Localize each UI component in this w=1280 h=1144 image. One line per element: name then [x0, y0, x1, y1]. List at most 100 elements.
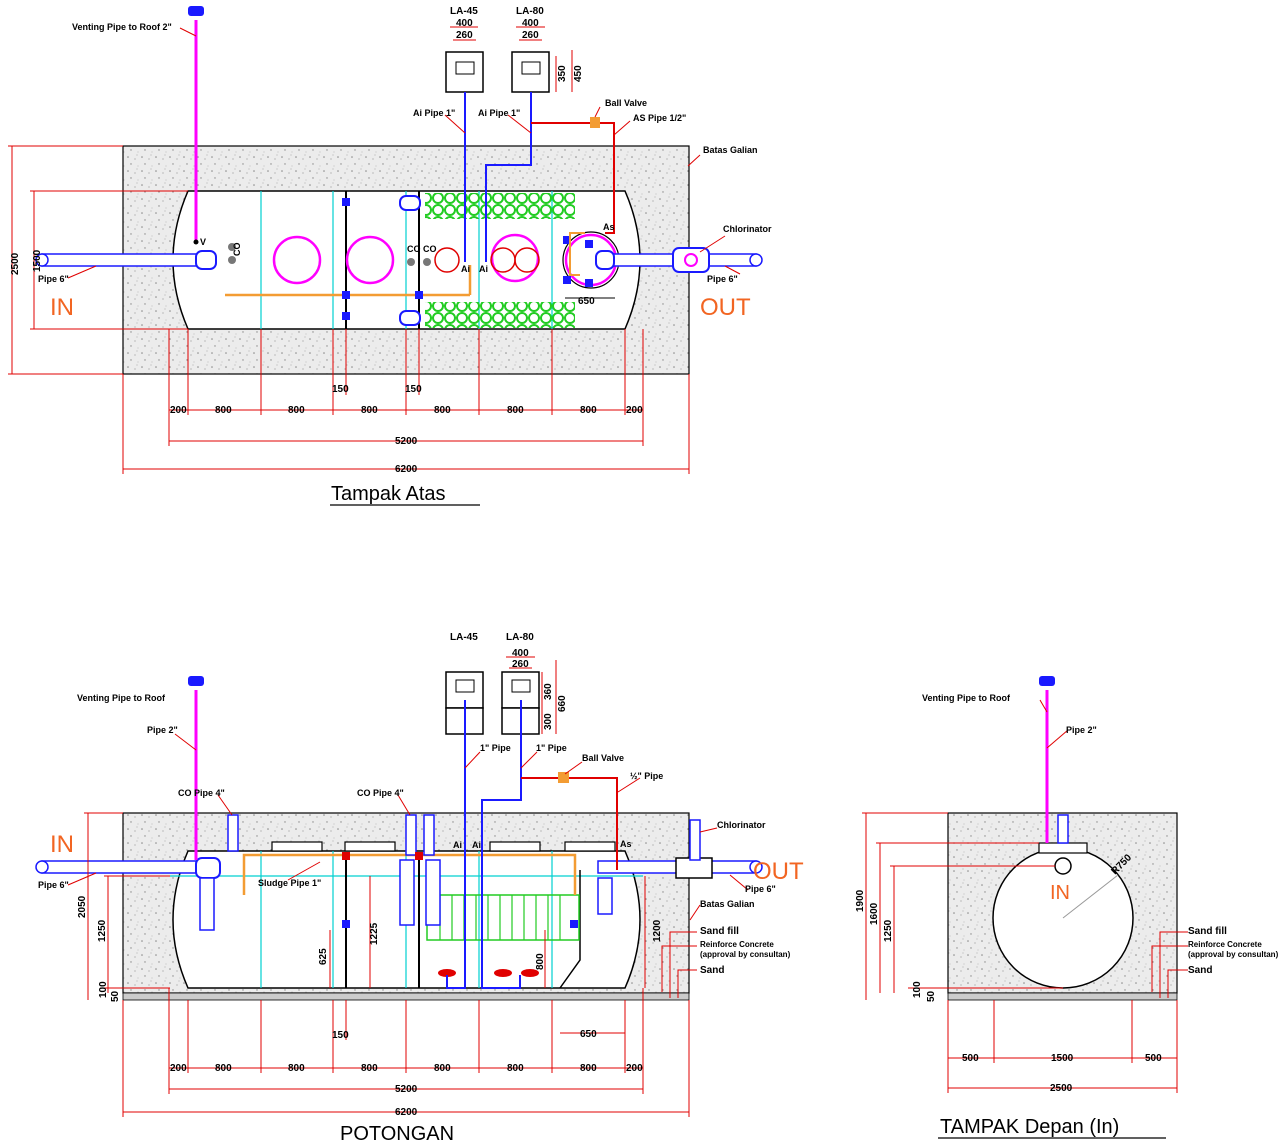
top-dim-la45-400: 400 — [456, 18, 473, 29]
sec-label-batas: Batas Galian — [700, 899, 755, 909]
sec-dim-6200: 6200 — [395, 1107, 418, 1118]
front-dim-1600: 1600 — [869, 902, 880, 925]
front-dim-1500: 1500 — [1051, 1053, 1074, 1064]
sec-dim-800v: 800 — [535, 953, 546, 970]
front-label-concrete: Reinforce Concrete — [1188, 940, 1262, 949]
sec-dim-800-2: 800 — [288, 1063, 305, 1074]
top-label-as-pipe: AS Pipe 1/2" — [633, 113, 686, 123]
sec-label-co-pipe-2: CO Pipe 4" — [357, 788, 404, 798]
sec-label-pipe2: Pipe 2" — [147, 725, 178, 735]
sec-label-la45: LA-45 — [450, 632, 478, 643]
sec-label-sand-fill: Sand fill — [700, 926, 739, 937]
section-view: 400 260 360 300 660 LA-45 LA-80 Venting … — [35, 632, 804, 1144]
sec-label-as: As — [620, 839, 632, 849]
top-media-lower — [425, 302, 575, 328]
front-label-vent: Venting Pipe to Roof — [922, 693, 1011, 703]
top-dim-650: 650 — [578, 296, 595, 307]
section-view-title: POTONGAN — [340, 1123, 454, 1144]
sec-label-co-pipe-1: CO Pipe 4" — [178, 788, 225, 798]
section-inlet-pipe — [41, 860, 211, 874]
top-media-upper — [425, 193, 575, 219]
sec-dim-200-a: 200 — [170, 1063, 187, 1074]
sec-dim-200-b: 200 — [626, 1063, 643, 1074]
top-dim-5200: 5200 — [395, 436, 418, 447]
sec-label-out: OUT — [753, 858, 804, 885]
sec-dim-800-6: 800 — [580, 1063, 597, 1074]
sec-dim-150: 150 — [332, 1030, 349, 1041]
front-label-pipe2: Pipe 2" — [1066, 725, 1097, 735]
manhole-3 — [490, 233, 540, 283]
chlorinator-section — [675, 857, 713, 879]
front-view: Venting Pipe to Roof Pipe 2" IN R750 San… — [855, 676, 1279, 1139]
sec-dim-660: 660 — [557, 695, 568, 712]
blower-la80-top — [511, 51, 550, 93]
sec-label-vent: Venting Pipe to Roof — [77, 693, 166, 703]
sec-label-la80: LA-80 — [506, 632, 534, 643]
sec-label-pipe1-a: 1" Pipe — [480, 743, 511, 753]
top-label-out: OUT — [700, 294, 751, 321]
sec-label-pipe1-b: 1" Pipe — [536, 743, 567, 753]
sec-label-chlorinator: Chlorinator — [717, 820, 766, 830]
sec-dim-360: 360 — [543, 683, 554, 700]
section-ball-valve — [558, 772, 569, 783]
sec-label-ai-2: Ai — [472, 840, 481, 850]
top-label-as: As — [603, 222, 615, 232]
section-as-pipe — [521, 777, 618, 870]
sec-dim-5200: 5200 — [395, 1084, 418, 1095]
sec-dim-100: 100 — [98, 981, 109, 998]
sec-dim-625: 625 — [318, 948, 329, 965]
sec-label-half-pipe: ½" Pipe — [630, 771, 663, 781]
top-vent-cap — [188, 6, 204, 16]
section-vent-cap — [188, 676, 204, 686]
front-dim-100: 100 — [912, 981, 923, 998]
top-dim-800-6: 800 — [580, 405, 597, 416]
sec-label-approval: (approval by consultan) — [700, 950, 791, 959]
section-air-pipe-la80 — [481, 700, 522, 989]
sec-label-pipe6-out: Pipe 6" — [745, 884, 776, 894]
sec-dim-650: 650 — [580, 1029, 597, 1040]
sec-dim-2050: 2050 — [77, 895, 88, 918]
section-air-pipe-la45 — [446, 700, 466, 989]
sec-dim-400: 400 — [512, 648, 529, 659]
sec-dim-800-3: 800 — [361, 1063, 378, 1074]
top-label-chlorinator: Chlorinator — [723, 224, 772, 234]
front-vent-cap — [1039, 676, 1055, 686]
top-dim-la80-400: 400 — [522, 18, 539, 29]
top-dim-la45-260: 260 — [456, 30, 473, 41]
top-dim-la80-260: 260 — [522, 30, 539, 41]
sec-dim-50: 50 — [110, 990, 121, 1002]
front-label-approval: (approval by consultan) — [1188, 950, 1279, 959]
top-dim-2500: 2500 — [10, 252, 21, 275]
sec-dim-800-5: 800 — [507, 1063, 524, 1074]
top-as-pipe — [531, 122, 615, 234]
top-label-ai-1: Ai — [461, 264, 470, 274]
front-label-in: IN — [1050, 882, 1070, 904]
sec-dim-1225: 1225 — [369, 922, 380, 945]
sec-label-sludge: Sludge Pipe 1" — [258, 878, 321, 888]
front-view-title: TAMPAK Depan (In) — [940, 1116, 1119, 1138]
chlorinator-top — [684, 253, 698, 267]
top-dim-150-b: 150 — [405, 384, 422, 395]
ai-diffuser-a — [434, 247, 460, 273]
front-dim-500-b: 500 — [1145, 1053, 1162, 1064]
top-label-co-2: CO — [407, 244, 421, 254]
sec-label-sand: Sand — [700, 965, 724, 976]
top-dim-200-b: 200 — [626, 405, 643, 416]
front-sand-bed — [947, 992, 1178, 1001]
sec-label-pipe6-in: Pipe 6" — [38, 880, 69, 890]
top-view: 400 260 400 260 350 450 LA-45 LA-80 Vent… — [8, 6, 772, 506]
front-label-sand-fill: Sand fill — [1188, 926, 1227, 937]
top-label-pipe6-in: Pipe 6" — [38, 274, 69, 284]
sec-label-ai-1: Ai — [453, 840, 462, 850]
top-label-in: IN — [50, 294, 74, 321]
front-dim-50: 50 — [926, 990, 937, 1002]
sec-label-in: IN — [50, 831, 74, 858]
sec-label-concrete: Reinforce Concrete — [700, 940, 774, 949]
top-dim-800-1: 800 — [215, 405, 232, 416]
top-dim-1500: 1500 — [32, 249, 43, 272]
sec-dim-1200: 1200 — [652, 919, 663, 942]
top-dim-800-3: 800 — [361, 405, 378, 416]
top-dim-150-a: 150 — [332, 384, 349, 395]
top-dim-800-5: 800 — [507, 405, 524, 416]
manhole-2 — [345, 235, 395, 285]
